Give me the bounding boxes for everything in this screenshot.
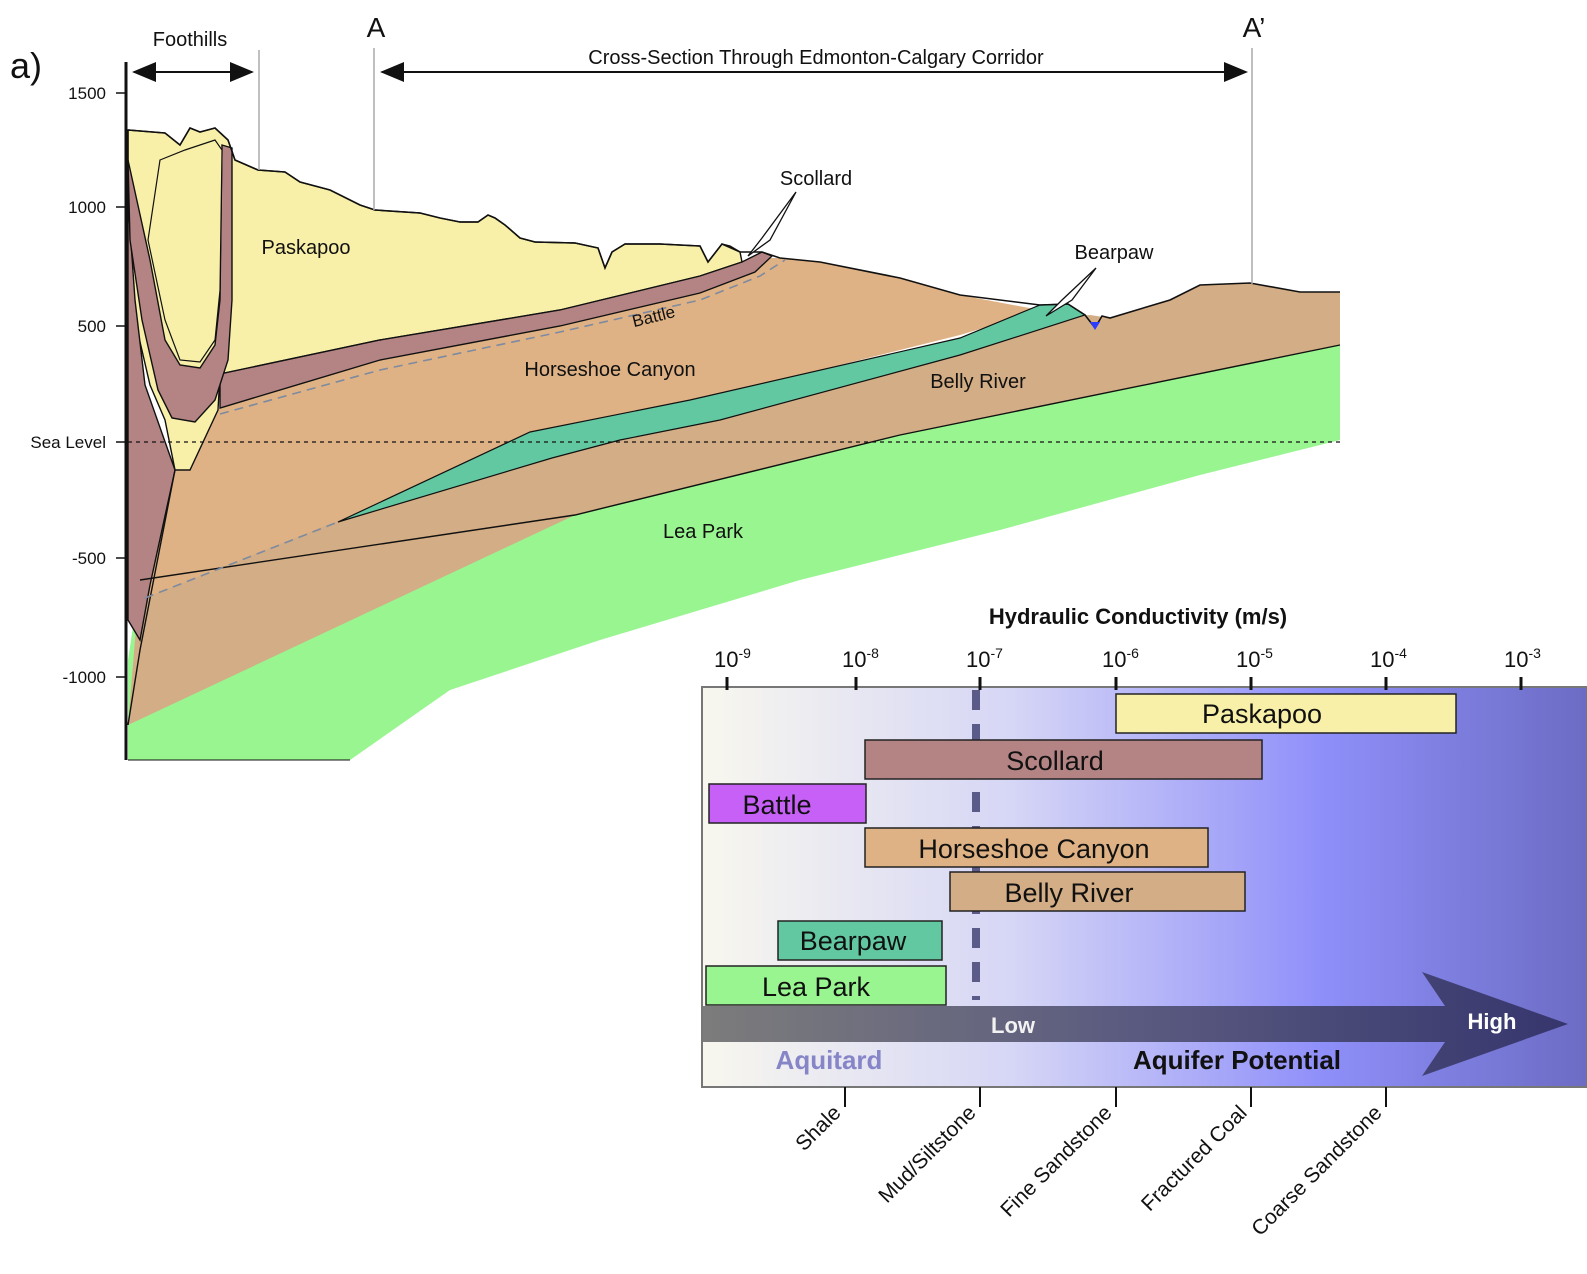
tick-label-1e-4: 10-4 — [1370, 645, 1407, 672]
bar-scollard: Scollard — [864, 739, 1263, 780]
bar-belly-river-label: Belly River — [1004, 878, 1133, 908]
tick-label-1e-5: 10-5 — [1236, 645, 1273, 672]
y-tick-1500: 1500 — [68, 84, 106, 103]
topography-line — [127, 127, 1340, 330]
aquitard-label: Aquitard — [776, 1045, 883, 1075]
y-tick-1000: 1000 — [68, 198, 106, 217]
corridor-label: Cross-Section Through Edmonton-Calgary C… — [588, 47, 1044, 69]
tick-label-1e-9: 10-9 — [714, 645, 751, 672]
bar-belly-river: Belly River — [949, 871, 1246, 912]
lea-park-contact — [139, 344, 1341, 581]
bearpaw-pointer — [1045, 267, 1097, 317]
bearpaw-lake — [1090, 322, 1100, 330]
bar-scollard-label: Scollard — [1006, 746, 1104, 776]
y-axis: 1500 1000 500 Sea Level -500 -1000 — [30, 62, 128, 760]
section-header: a) Foothills A A’ Cross-Section Through … — [10, 12, 1265, 284]
bar-lea-park: Lea Park — [705, 965, 947, 1006]
panel-label: a) — [10, 45, 42, 86]
lithology-fine-sandstone: Fine Sandstone — [996, 1101, 1116, 1221]
point-a-prime-label: A’ — [1243, 12, 1266, 43]
y-tick-neg1000: -1000 — [63, 668, 106, 687]
y-tick-500: 500 — [78, 317, 106, 336]
high-label: High — [1468, 1009, 1517, 1034]
lea-park-unit — [128, 345, 1340, 760]
bar-bearpaw-label: Bearpaw — [800, 926, 907, 956]
bar-battle-label: Battle — [742, 790, 811, 820]
horseshoe-dashed-line — [144, 521, 339, 599]
bar-lea-park-label: Lea Park — [762, 972, 871, 1002]
bar-horseshoe-canyon-label: Horseshoe Canyon — [918, 834, 1149, 864]
y-tick-neg500: -500 — [72, 549, 106, 568]
bar-battle: Battle — [708, 783, 867, 824]
belly-river-label: Belly River — [930, 371, 1026, 393]
low-label: Low — [991, 1013, 1036, 1038]
aquifer-potential-label: Aquifer Potential — [1133, 1045, 1341, 1075]
formation-labels: Paskapoo Scollard Battle Horseshoe Canyo… — [262, 168, 1155, 543]
horseshoe-canyon-unit — [140, 258, 1060, 600]
fold-core-paskapoo — [147, 139, 223, 363]
lithology-ticks — [844, 1087, 1387, 1107]
conductivity-bars: Paskapoo Scollard Battle Horseshoe Canyo… — [705, 693, 1457, 1006]
conductivity-chart: Hydraulic Conductivity (m/s) 10-9 10-8 1… — [701, 604, 1587, 1241]
aquifer-arrow — [703, 972, 1568, 1076]
foothills-label: Foothills — [153, 29, 227, 51]
paskapoo-label: Paskapoo — [262, 237, 351, 259]
lithology-mud-siltstone: Mud/Siltstone — [874, 1101, 980, 1207]
bar-paskapoo: Paskapoo — [1115, 693, 1457, 734]
tick-label-1e-6: 10-6 — [1102, 645, 1139, 672]
tick-label-1e-3: 10-3 — [1504, 645, 1541, 672]
lea-park-label: Lea Park — [663, 521, 744, 543]
point-a-label: A — [367, 12, 386, 43]
belly-river-base-line — [127, 469, 176, 726]
top-ticks — [725, 677, 1523, 690]
lithology-shale: Shale — [791, 1101, 845, 1155]
tick-label-1e-8: 10-8 — [842, 645, 879, 672]
horseshoe-canyon-label: Horseshoe Canyon — [524, 359, 695, 381]
conductivity-title: Hydraulic Conductivity (m/s) — [989, 604, 1287, 629]
scollard-label: Scollard — [780, 168, 852, 190]
fold-inner-limb — [127, 144, 233, 423]
scollard-pointer — [747, 191, 797, 257]
bearpaw-label: Bearpaw — [1075, 242, 1154, 264]
battle-dashed-line — [219, 259, 786, 415]
bar-horseshoe-canyon: Horseshoe Canyon — [864, 827, 1209, 868]
tick-label-1e-7: 10-7 — [966, 645, 1003, 672]
lithology-fractured-coal: Fractured Coal — [1137, 1101, 1251, 1215]
bar-paskapoo-label: Paskapoo — [1202, 699, 1322, 729]
cross-section — [127, 127, 1341, 761]
sea-level-label: Sea Level — [30, 433, 106, 452]
bar-bearpaw: Bearpaw — [777, 920, 943, 961]
belly-river-unit — [128, 283, 1340, 725]
tick-labels: 10-9 10-8 10-7 10-6 10-5 10-4 10-3 — [714, 645, 1541, 672]
lithology-coarse-sandstone: Coarse Sandstone — [1247, 1101, 1386, 1240]
